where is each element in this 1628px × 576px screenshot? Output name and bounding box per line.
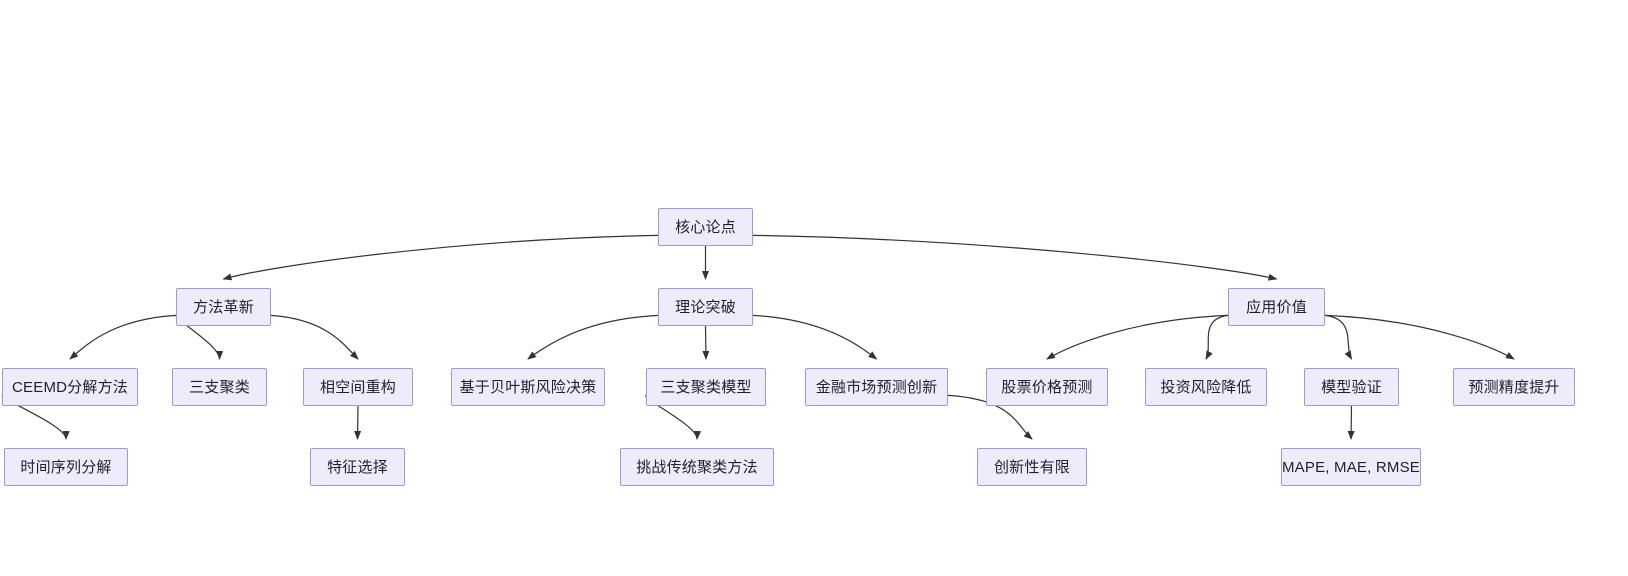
edge-validate-to-metrics: [1347, 405, 1355, 440]
node-core[interactable]: 核心论点: [658, 208, 753, 246]
edge-phase-to-feature: [354, 405, 362, 440]
node-method[interactable]: 方法革新: [176, 288, 271, 326]
node-bayes[interactable]: 基于贝叶斯风险决策: [451, 368, 605, 406]
edge-method-to-ceemd: [69, 314, 177, 360]
node-validate[interactable]: 模型验证: [1304, 368, 1399, 406]
node-application[interactable]: 应用价值: [1228, 288, 1325, 326]
node-label: 三支聚类: [189, 378, 250, 396]
edge-finance-to-limited: [947, 394, 1033, 440]
node-label: 挑战传统聚类方法: [636, 458, 758, 476]
node-label: 基于贝叶斯风险决策: [459, 378, 597, 396]
edge-theory-to-bayes: [527, 314, 659, 360]
edge-method-to-phase: [270, 314, 359, 360]
edge-application-to-risk: [1205, 314, 1229, 360]
edge-application-to-accuracy: [1324, 314, 1515, 360]
node-threeway[interactable]: 三支聚类: [172, 368, 267, 406]
node-accuracy[interactable]: 预测精度提升: [1453, 368, 1575, 406]
node-label: CEEMD分解方法: [12, 378, 128, 396]
node-label: 股票价格预测: [1001, 378, 1093, 396]
node-twcmodel[interactable]: 三支聚类模型: [646, 368, 766, 406]
node-stock[interactable]: 股票价格预测: [986, 368, 1108, 406]
node-feature[interactable]: 特征选择: [310, 448, 405, 486]
node-label: 特征选择: [327, 458, 388, 476]
node-label: 投资风险降低: [1160, 378, 1252, 396]
edge-core-to-method: [222, 234, 659, 281]
node-label: 方法革新: [193, 298, 254, 316]
node-ceemd[interactable]: CEEMD分解方法: [2, 368, 138, 406]
node-label: 创新性有限: [993, 458, 1070, 476]
node-label: 预测精度提升: [1468, 378, 1560, 396]
node-theory[interactable]: 理论突破: [658, 288, 753, 326]
node-tsdecomp[interactable]: 时间序列分解: [4, 448, 128, 486]
node-label: 三支聚类模型: [660, 378, 752, 396]
edge-theory-to-twcmodel: [702, 325, 710, 360]
edge-theory-to-finance: [752, 314, 878, 360]
node-metrics[interactable]: MAPE, MAE, RMSE: [1281, 448, 1421, 486]
node-label: MAPE, MAE, RMSE: [1281, 458, 1421, 476]
edge-group: [1, 234, 1515, 440]
node-label: 模型验证: [1321, 378, 1382, 396]
node-label: 金融市场预测创新: [815, 378, 938, 396]
node-label: 时间序列分解: [20, 458, 112, 476]
edge-application-to-stock: [1046, 314, 1229, 360]
node-finance[interactable]: 金融市场预测创新: [805, 368, 948, 406]
node-limited[interactable]: 创新性有限: [977, 448, 1087, 486]
node-label: 应用价值: [1246, 298, 1307, 316]
edge-application-to-validate: [1324, 314, 1353, 360]
node-challenge[interactable]: 挑战传统聚类方法: [620, 448, 774, 486]
node-label: 相空间重构: [319, 378, 396, 396]
node-label: 理论突破: [675, 298, 736, 316]
node-phase[interactable]: 相空间重构: [303, 368, 413, 406]
node-risk[interactable]: 投资风险降低: [1145, 368, 1267, 406]
node-label: 核心论点: [675, 218, 736, 236]
edge-core-to-application: [752, 234, 1278, 281]
